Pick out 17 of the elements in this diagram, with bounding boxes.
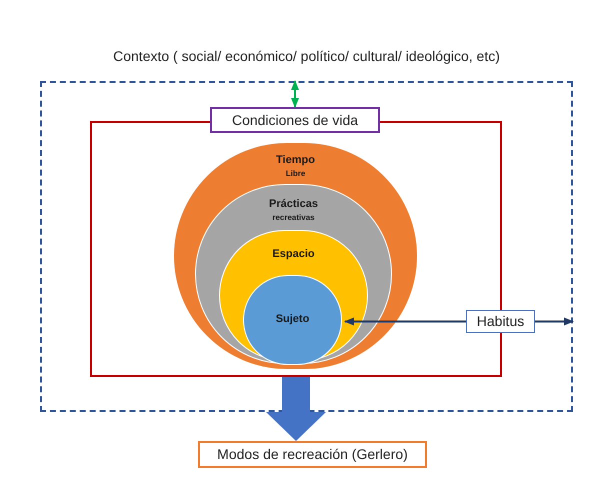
circle-title: Sujeto xyxy=(276,312,310,327)
arrow xyxy=(535,318,574,326)
result-box xyxy=(198,441,427,468)
block-arrow xyxy=(266,377,326,441)
box-label: Condiciones de vida xyxy=(232,110,358,130)
circle-subtitle: Libre xyxy=(286,168,306,180)
box-label: Habitus xyxy=(476,312,524,331)
circle-title: Tiempo xyxy=(276,153,315,168)
box-label: Modos de recreación (Gerlero) xyxy=(217,445,408,464)
context-heading: Contexto ( social/ económico/ político/ cultural/ ideológico, etc) xyxy=(112,47,501,66)
circle-subtitle: recreativas xyxy=(272,212,315,224)
circle-title: Espacio xyxy=(272,247,315,262)
arrow xyxy=(291,80,299,108)
label-box xyxy=(210,107,380,133)
arrow xyxy=(344,318,466,326)
label-box xyxy=(466,310,535,333)
circle-title: Prácticas xyxy=(269,197,318,212)
